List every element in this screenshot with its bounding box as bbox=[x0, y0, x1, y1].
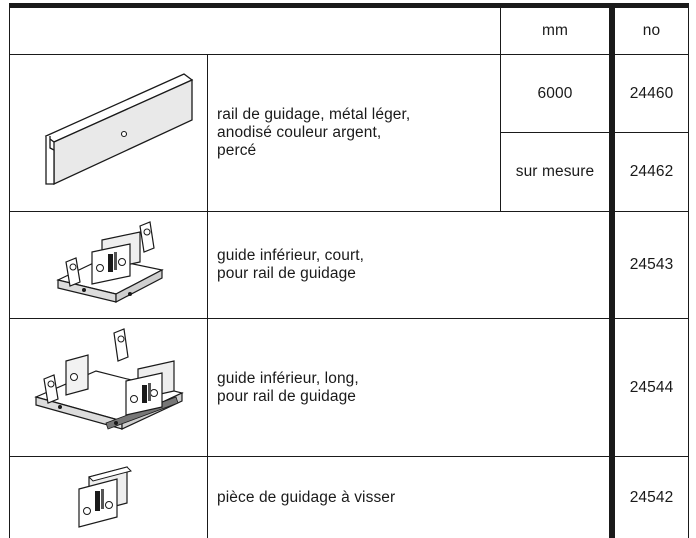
long-bottom-guide-icon bbox=[33, 327, 184, 430]
table-row-description-cell: guide inférieur, long, pour rail de guid… bbox=[208, 319, 610, 457]
variant-6000-mm-cell: 6000 bbox=[501, 55, 610, 133]
article-number-cell: 24543 bbox=[615, 212, 689, 319]
header-no-cell: no bbox=[615, 8, 689, 55]
table-row-image-cell bbox=[9, 212, 208, 319]
table-row-description-cell: pièce de guidage à visser bbox=[208, 457, 610, 538]
variant-custom-mm-cell: sur mesure bbox=[501, 133, 610, 212]
rail-description: rail de guidage, métal léger, anodisé co… bbox=[217, 106, 411, 159]
article-number: 24462 bbox=[629, 163, 674, 180]
article-number: 24543 bbox=[629, 256, 674, 273]
header-no-label: no bbox=[642, 22, 661, 39]
table-row-description-cell: rail de guidage, métal léger, anodisé co… bbox=[208, 55, 501, 212]
long-guide-description: guide inférieur, long, pour rail de guid… bbox=[217, 369, 359, 405]
variant-mm-value: 6000 bbox=[537, 84, 573, 102]
table-row-image-cell bbox=[9, 319, 208, 457]
short-bottom-guide-icon bbox=[55, 221, 164, 303]
screw-guide-description: pièce de guidage à visser bbox=[217, 488, 396, 506]
article-number: 24542 bbox=[629, 488, 674, 506]
article-number: 24544 bbox=[629, 378, 674, 396]
article-number-cell: 24542 bbox=[615, 457, 689, 538]
product-table: mm no rail de guidage, métal léger, anod… bbox=[9, 3, 689, 538]
guide-rail-icon bbox=[44, 73, 193, 186]
header-blank-cell bbox=[9, 8, 501, 55]
short-guide-description: guide inférieur, court, pour rail de gui… bbox=[217, 247, 365, 282]
header-mm-cell: mm bbox=[501, 8, 610, 55]
variant-custom-no-cell: 24462 bbox=[615, 133, 689, 212]
article-number-cell: 24544 bbox=[615, 319, 689, 457]
header-mm-label: mm bbox=[541, 22, 569, 39]
variant-mm-value: sur mesure bbox=[515, 163, 595, 180]
table-top-bar bbox=[9, 3, 689, 8]
screw-guide-piece-icon bbox=[77, 465, 132, 528]
variant-6000-no-cell: 24460 bbox=[615, 55, 689, 133]
table-row-image-cell bbox=[9, 55, 208, 212]
table-row-description-cell: guide inférieur, court, pour rail de gui… bbox=[208, 212, 610, 319]
article-number: 24460 bbox=[629, 84, 674, 102]
article-column-divider bbox=[610, 3, 615, 538]
table-row-image-cell bbox=[9, 457, 208, 538]
